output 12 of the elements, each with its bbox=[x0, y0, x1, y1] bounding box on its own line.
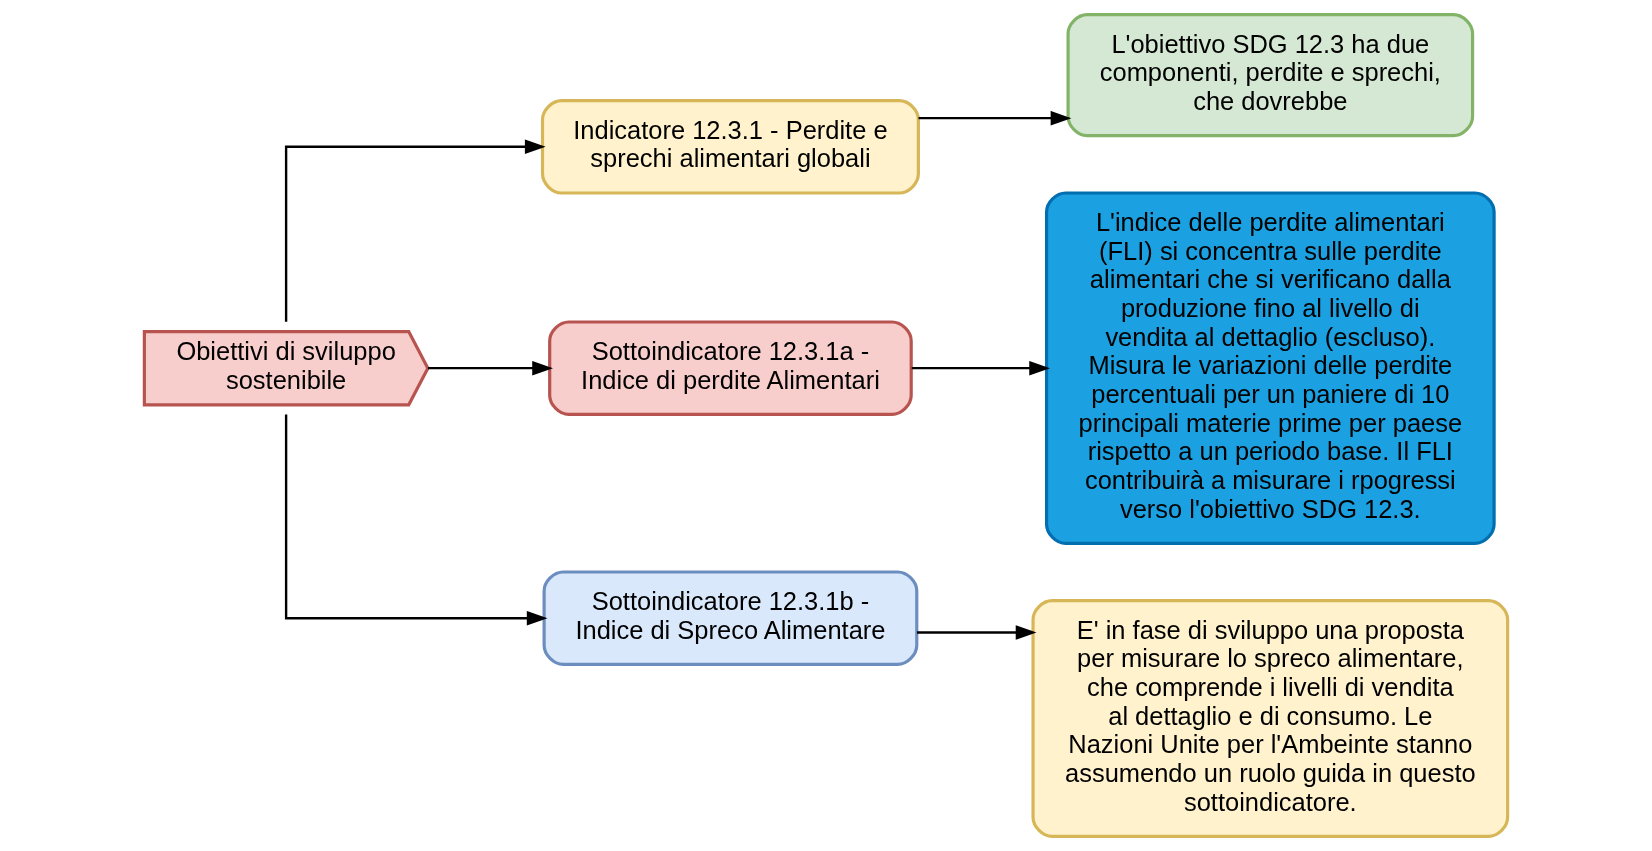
node-box: Indicatore 12.3.1 - Perdite e sprechi alimentari globali bbox=[540, 99, 920, 195]
arrow bbox=[284, 414, 548, 626]
arrow bbox=[284, 139, 546, 322]
arrow bbox=[427, 360, 553, 376]
arrow bbox=[918, 110, 1072, 126]
node-box: L'obiettivo SDG 12.3 ha due componenti, perdite e sprechi, che dovrebbe bbox=[1066, 13, 1475, 138]
node-box: Sottoindicatore 12.3.1a - Indice di perdite Alimentari bbox=[548, 320, 913, 416]
node-box: Sottoindicatore 12.3.1b - Indice di Spreco Alimentare bbox=[542, 570, 919, 666]
node-box: L'indice delle perdite alimentari (FLI) si concentra sulle perdite alimentari che si verificano dalla produzione fino al livello di vendita al dettaglio (escluso). Misura le variazioni delle perdite percentuali per un paniere di 10 principali materie prime per paese rispetto a un periodo base. Il FLI contribuirà a misurare i rpogressi verso l'obiettivo SDG 12.3. bbox=[1044, 191, 1496, 545]
node-box: E' in fase di sviluppo una proposta per misurare lo spreco alimentare, che comprende i livelli di vendita al dettaglio e di consumo. Le Nazioni Unite per l'Ambeinte stanno assumendo un ruolo guida in questo sottoindicatore. bbox=[1031, 599, 1510, 838]
arrow bbox=[911, 360, 1050, 376]
arrow bbox=[917, 625, 1037, 640]
